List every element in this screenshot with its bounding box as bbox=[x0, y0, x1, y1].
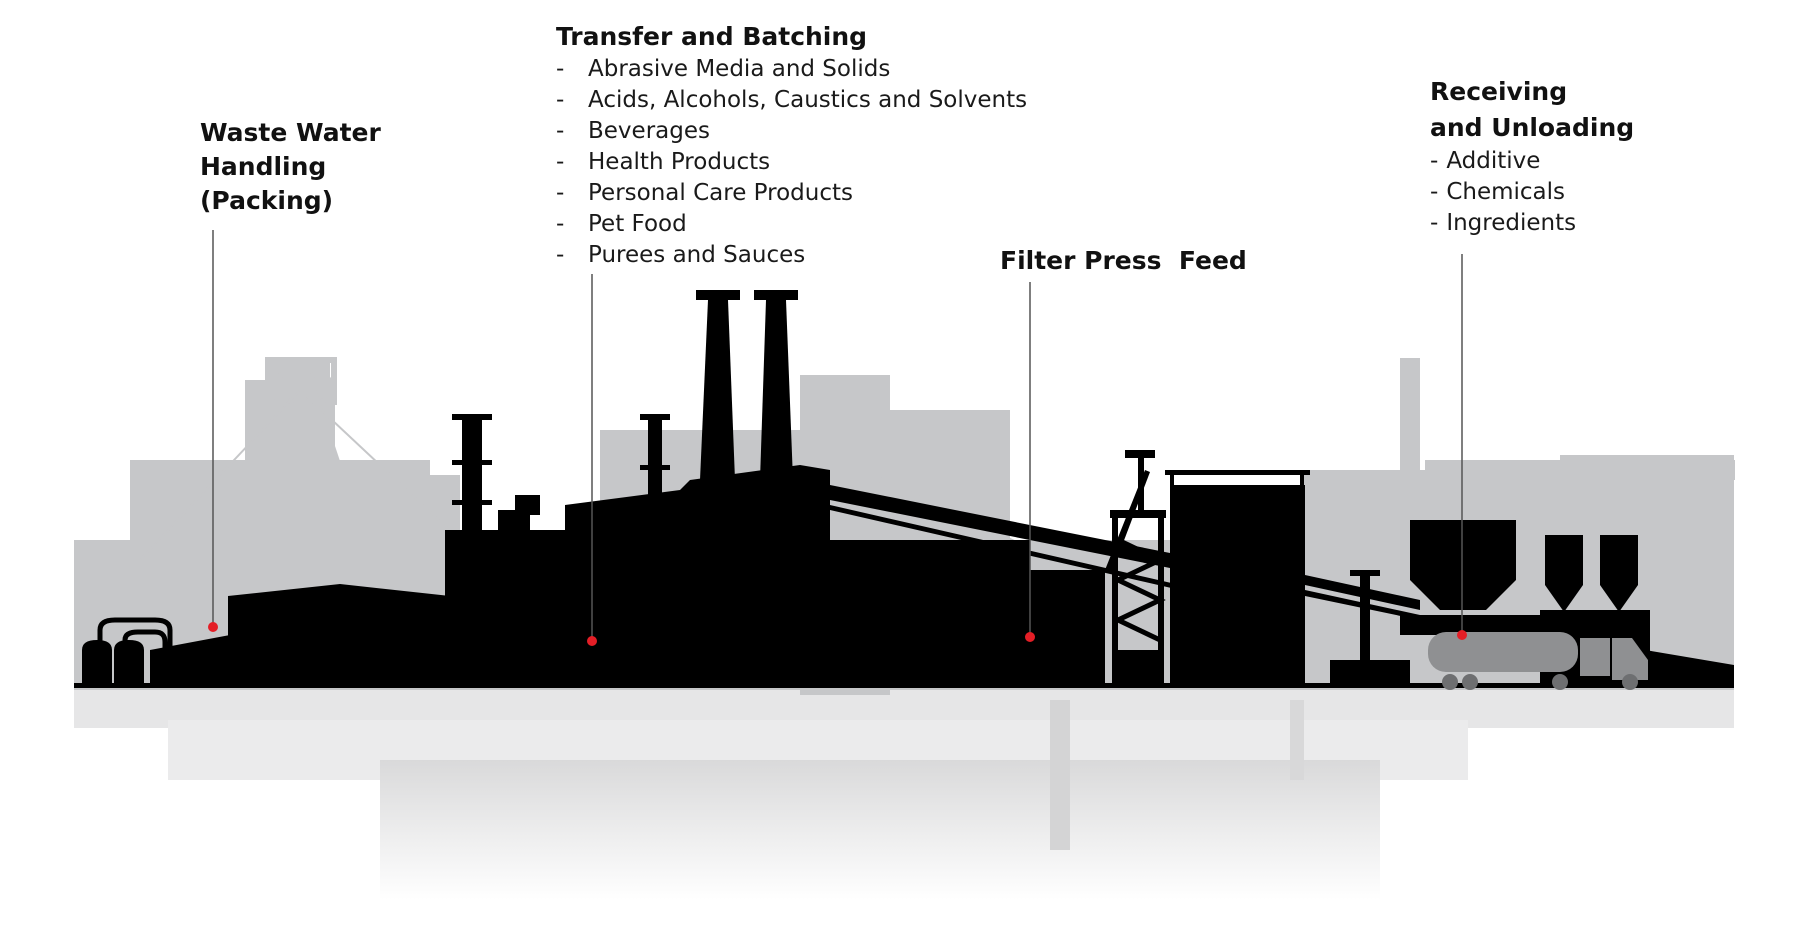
list-item: -Pet Food bbox=[556, 211, 687, 237]
callout-waste-water-title: Waste Water Handling (Packing) bbox=[200, 118, 381, 215]
callout-receiving-unloading: Receiving and Unloading -Additive -Chemi… bbox=[1430, 74, 1750, 239]
list-item: -Ingredients bbox=[1430, 210, 1577, 236]
ground-reflection bbox=[74, 688, 1734, 900]
foreground-factory-silhouette bbox=[74, 290, 1734, 688]
list-item: -Abrasive Media and Solids bbox=[556, 56, 891, 82]
leader-lines bbox=[212, 230, 1463, 640]
callout-transfer-batching: Transfer and Batching -Abrasive Media an… bbox=[556, 20, 1076, 271]
list-item: -Chemicals bbox=[1430, 179, 1566, 205]
callout-receiving-unloading-title: Receiving and Unloading bbox=[1430, 77, 1635, 142]
receiving-unloading-list: -Additive -Chemicals -Ingredients bbox=[1430, 146, 1750, 239]
callout-transfer-batching-title: Transfer and Batching bbox=[556, 22, 868, 51]
location-markers bbox=[208, 622, 1467, 646]
list-item: -Additive bbox=[1430, 148, 1541, 174]
callout-filter-press: Filter Press Feed bbox=[1000, 244, 1320, 278]
list-item: -Personal Care Products bbox=[556, 180, 853, 206]
marker-transfer-batching bbox=[587, 636, 597, 646]
marker-filter-press bbox=[1025, 632, 1035, 642]
list-item: -Beverages bbox=[556, 118, 710, 144]
marker-receiving bbox=[1457, 630, 1467, 640]
callout-filter-press-title: Filter Press Feed bbox=[1000, 246, 1247, 275]
callout-waste-water: Waste Water Handling (Packing) bbox=[200, 116, 460, 218]
tanker-truck bbox=[1428, 632, 1648, 690]
list-item: -Acids, Alcohols, Caustics and Solvents bbox=[556, 87, 1028, 113]
list-item: -Purees and Sauces bbox=[556, 242, 806, 268]
transfer-batching-list: -Abrasive Media and Solids -Acids, Alcoh… bbox=[556, 54, 1076, 271]
list-item: -Health Products bbox=[556, 149, 771, 175]
marker-waste-water bbox=[208, 622, 218, 632]
